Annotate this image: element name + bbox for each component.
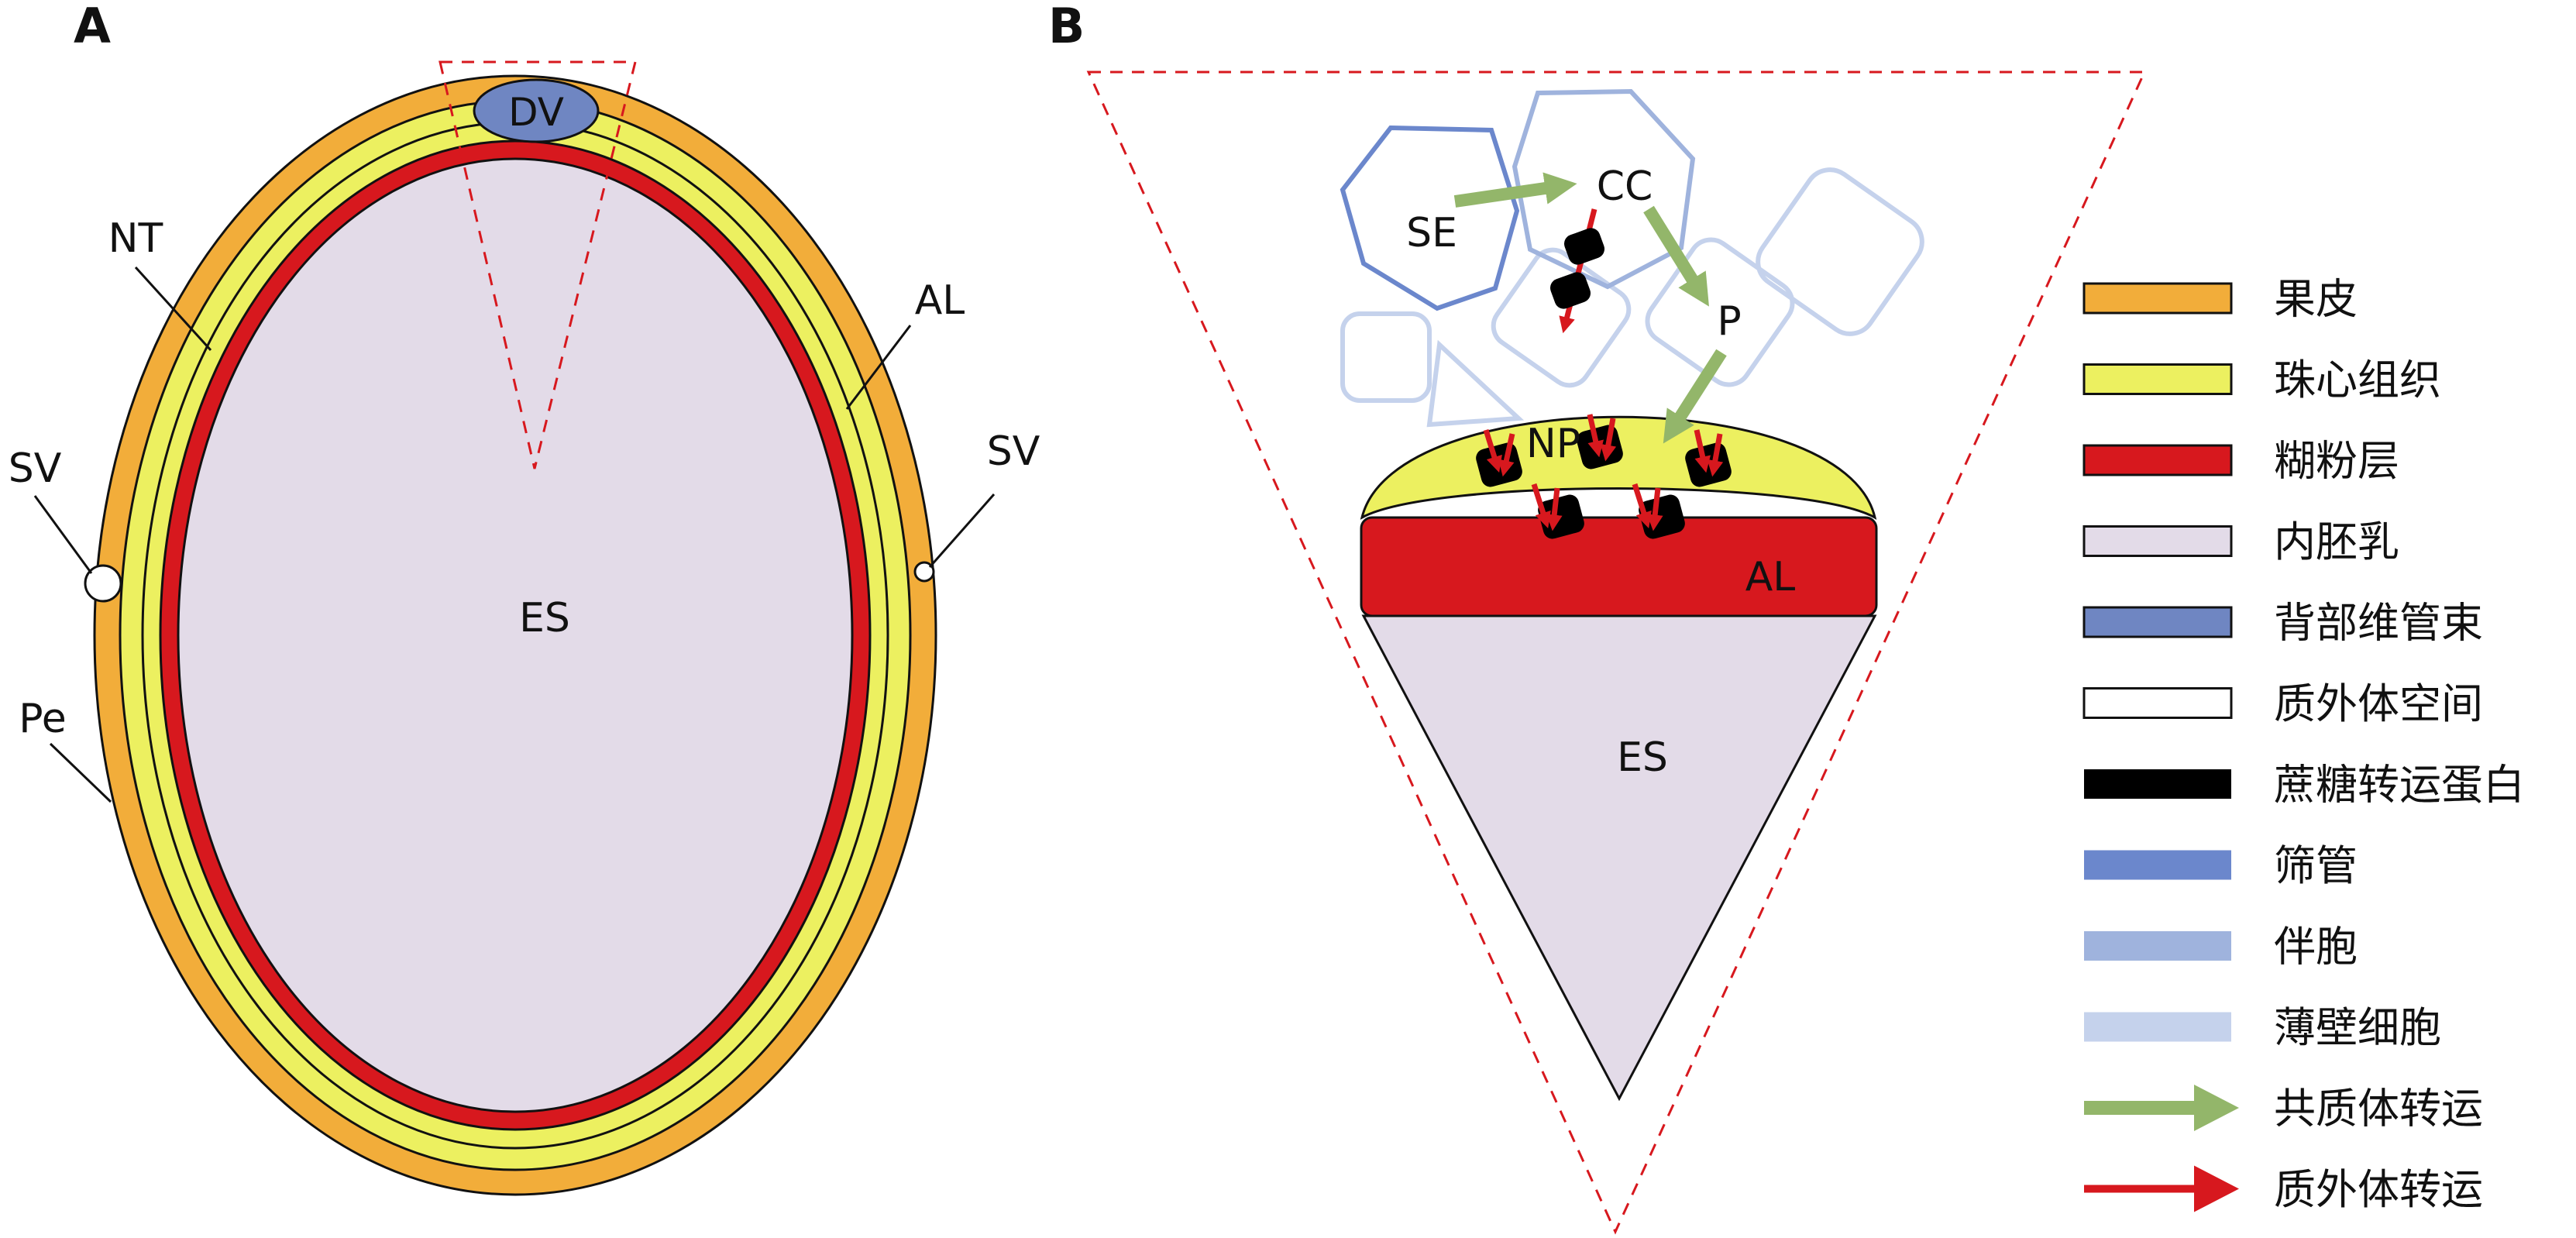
efflux-arrow [1498,433,1515,477]
legend-item: 质外体空间 [2082,679,2483,728]
efflux-arrow [1483,428,1502,473]
efflux-arrow [1632,483,1652,529]
legend: 果皮珠心组织糊粉层内胚乳背部维管束质外体空间蔗糖转运蛋白筛管伴胞薄壁细胞共质体转… [2082,274,2525,1214]
legend-swatch [2082,444,2233,476]
legend-swatch [2082,282,2233,315]
legend-item: 糊粉层 [2082,436,2399,485]
legend-label: 共质体转运 [2274,1084,2483,1133]
es-label-a: ES [519,595,570,641]
efflux-arrow [1694,429,1711,473]
sv-right-leader [928,493,996,568]
legend-item: 薄壁细胞 [2084,1003,2441,1052]
efflux-arrow [1546,487,1563,531]
legend-swatch [2084,1085,2239,1131]
legend-item: 伴胞 [2084,922,2358,971]
dorsal-vascular-bundle [473,78,600,143]
apoplastic-efflux-arrows [1483,414,1724,531]
se-label: SE [1406,210,1457,256]
legend-swatch [2082,525,2233,557]
parenchyma-cell [1340,311,1432,403]
transporter [1563,228,1605,265]
legend-label: 质外体转运 [2274,1165,2483,1214]
aleurone-block [1360,516,1878,617]
legend-item: 背部维管束 [2082,598,2483,647]
legend-label: 珠心组织 [2274,356,2441,404]
efflux-arrow [1707,433,1724,477]
legend-label: 果皮 [2274,274,2358,323]
legend-swatch [2084,931,2231,961]
legend-swatch [2084,1165,2239,1212]
legend-item: 内胚乳 [2082,518,2399,566]
sv-left-circle [84,564,122,603]
al-leader [845,325,912,410]
panel-b-letter: B [1048,0,1085,54]
sieve-element [1340,125,1520,311]
legend-item: 珠心组织 [2082,356,2441,404]
panel-a-zoom-wedge [439,60,637,469]
legend-label: 蔗糖转运蛋白 [2274,760,2525,809]
efflux-arrow [1587,414,1604,458]
np-label: NP [1526,421,1580,467]
green-arrow-p-to-np [1663,349,1727,444]
green-arrow-se-to-cc [1453,172,1577,208]
legend-arrow-head [2194,1165,2239,1212]
endosperm-region [177,157,854,1113]
legend-item: 质外体转运 [2084,1165,2483,1214]
panel-b: B [1048,0,2147,1235]
companion-cell [1512,88,1696,290]
pe-leader [49,742,112,803]
parenchyma-cell [1426,339,1525,428]
sv-left-label: SV [9,445,62,492]
green-arrow-cc-to-p [1643,205,1709,307]
legend-label: 薄壁细胞 [2274,1003,2441,1052]
legend-swatch [2082,606,2233,638]
cc-label: CC [1597,163,1653,210]
legend-item: 筛管 [2084,841,2358,890]
sv-right-label: SV [987,428,1040,475]
p-label: P [1717,298,1741,345]
legend-label: 背部维管束 [2274,598,2483,647]
dv-label: DV [508,90,564,135]
sv-right-circle [913,561,935,583]
legend-swatch [2082,363,2233,395]
legend-swatch [2084,850,2231,880]
legend-arrow-head [2194,1085,2239,1131]
legend-item: 蔗糖转运蛋白 [2084,760,2525,809]
legend-swatch [2082,687,2233,719]
panel-a: A DV NT AL SV SV Pe ES [9,0,1040,1196]
legend-label: 糊粉层 [2274,436,2399,485]
al-label-a: AL [915,277,965,324]
nt-leader [134,266,212,352]
pe-label: Pe [19,696,67,742]
parenchyma-cell [1491,247,1632,388]
transporter [1549,272,1591,309]
sv-left-leader [33,495,93,574]
legend-label: 伴胞 [2274,922,2358,971]
nucellar-projection [1360,415,1877,520]
legend-swatch [2084,1012,2231,1042]
legend-label: 筛管 [2274,841,2358,890]
nt-label: NT [108,215,163,262]
symplastic-arrows [1453,172,1727,444]
legend-swatch [2084,769,2231,799]
endosperm-wedge [1361,614,1877,1102]
legend-item: 果皮 [2082,274,2358,323]
panel-a-letter: A [74,0,111,54]
legend-label: 内胚乳 [2274,518,2399,566]
al-label-b: AL [1745,554,1796,600]
efflux-arrow [1531,483,1551,529]
panel-b-zoom-triangle [1086,70,2147,1235]
parenchyma-cell [1756,167,1924,336]
legend-label: 质外体空间 [2274,679,2483,728]
legend-item: 共质体转运 [2084,1084,2483,1133]
parenchyma-cell [1645,237,1795,387]
es-label-b: ES [1617,734,1668,781]
efflux-arrow [1600,418,1617,462]
parenchyma-cells [1340,167,1924,428]
efflux-arrow [1646,487,1663,531]
